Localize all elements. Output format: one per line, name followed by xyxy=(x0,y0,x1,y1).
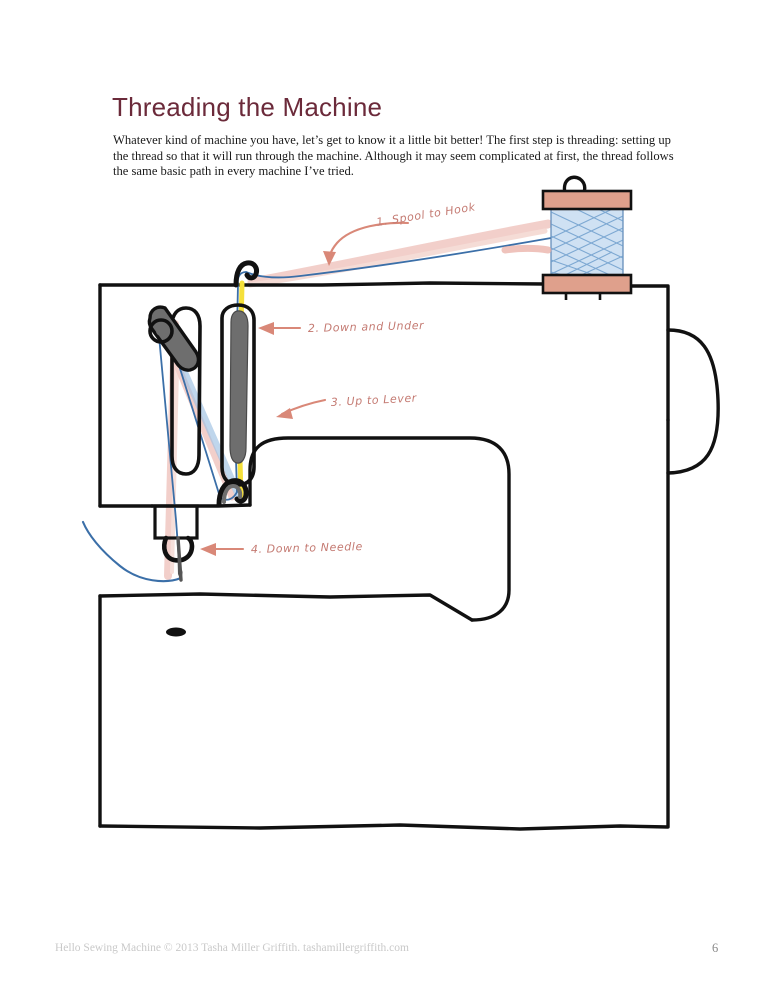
thread-guide-hook xyxy=(233,260,259,288)
annotation-step-3-label: 3. Up to Lever xyxy=(330,391,418,409)
footer-credit: Hello Sewing Machine © 2013 Tasha Miller… xyxy=(55,942,409,954)
annotation-step-4: 4. Down to Needle xyxy=(200,540,363,556)
annotation-step-3: 3. Up to Lever xyxy=(276,391,418,419)
take-up-lever xyxy=(147,305,201,372)
annotation-step-2: 2. Down and Under xyxy=(258,319,425,335)
annotation-step-1-label: 1. Spool to Hook xyxy=(375,200,476,229)
presser-foot-assembly xyxy=(153,504,199,582)
thread-spool xyxy=(501,175,633,300)
needle-bar xyxy=(170,306,202,476)
lower-thread-guide xyxy=(216,478,249,508)
tension-disc xyxy=(220,303,256,487)
annotation-step-4-label: 4. Down to Needle xyxy=(251,540,363,556)
annotation-step-2-label: 2. Down and Under xyxy=(308,319,426,335)
thread-path xyxy=(81,237,552,583)
page-number: 6 xyxy=(712,941,719,955)
intro-paragraph: Whatever kind of machine you have, let’s… xyxy=(113,133,674,179)
page-title: Threading the Machine xyxy=(112,92,383,122)
feed-dog-mark xyxy=(166,627,186,637)
